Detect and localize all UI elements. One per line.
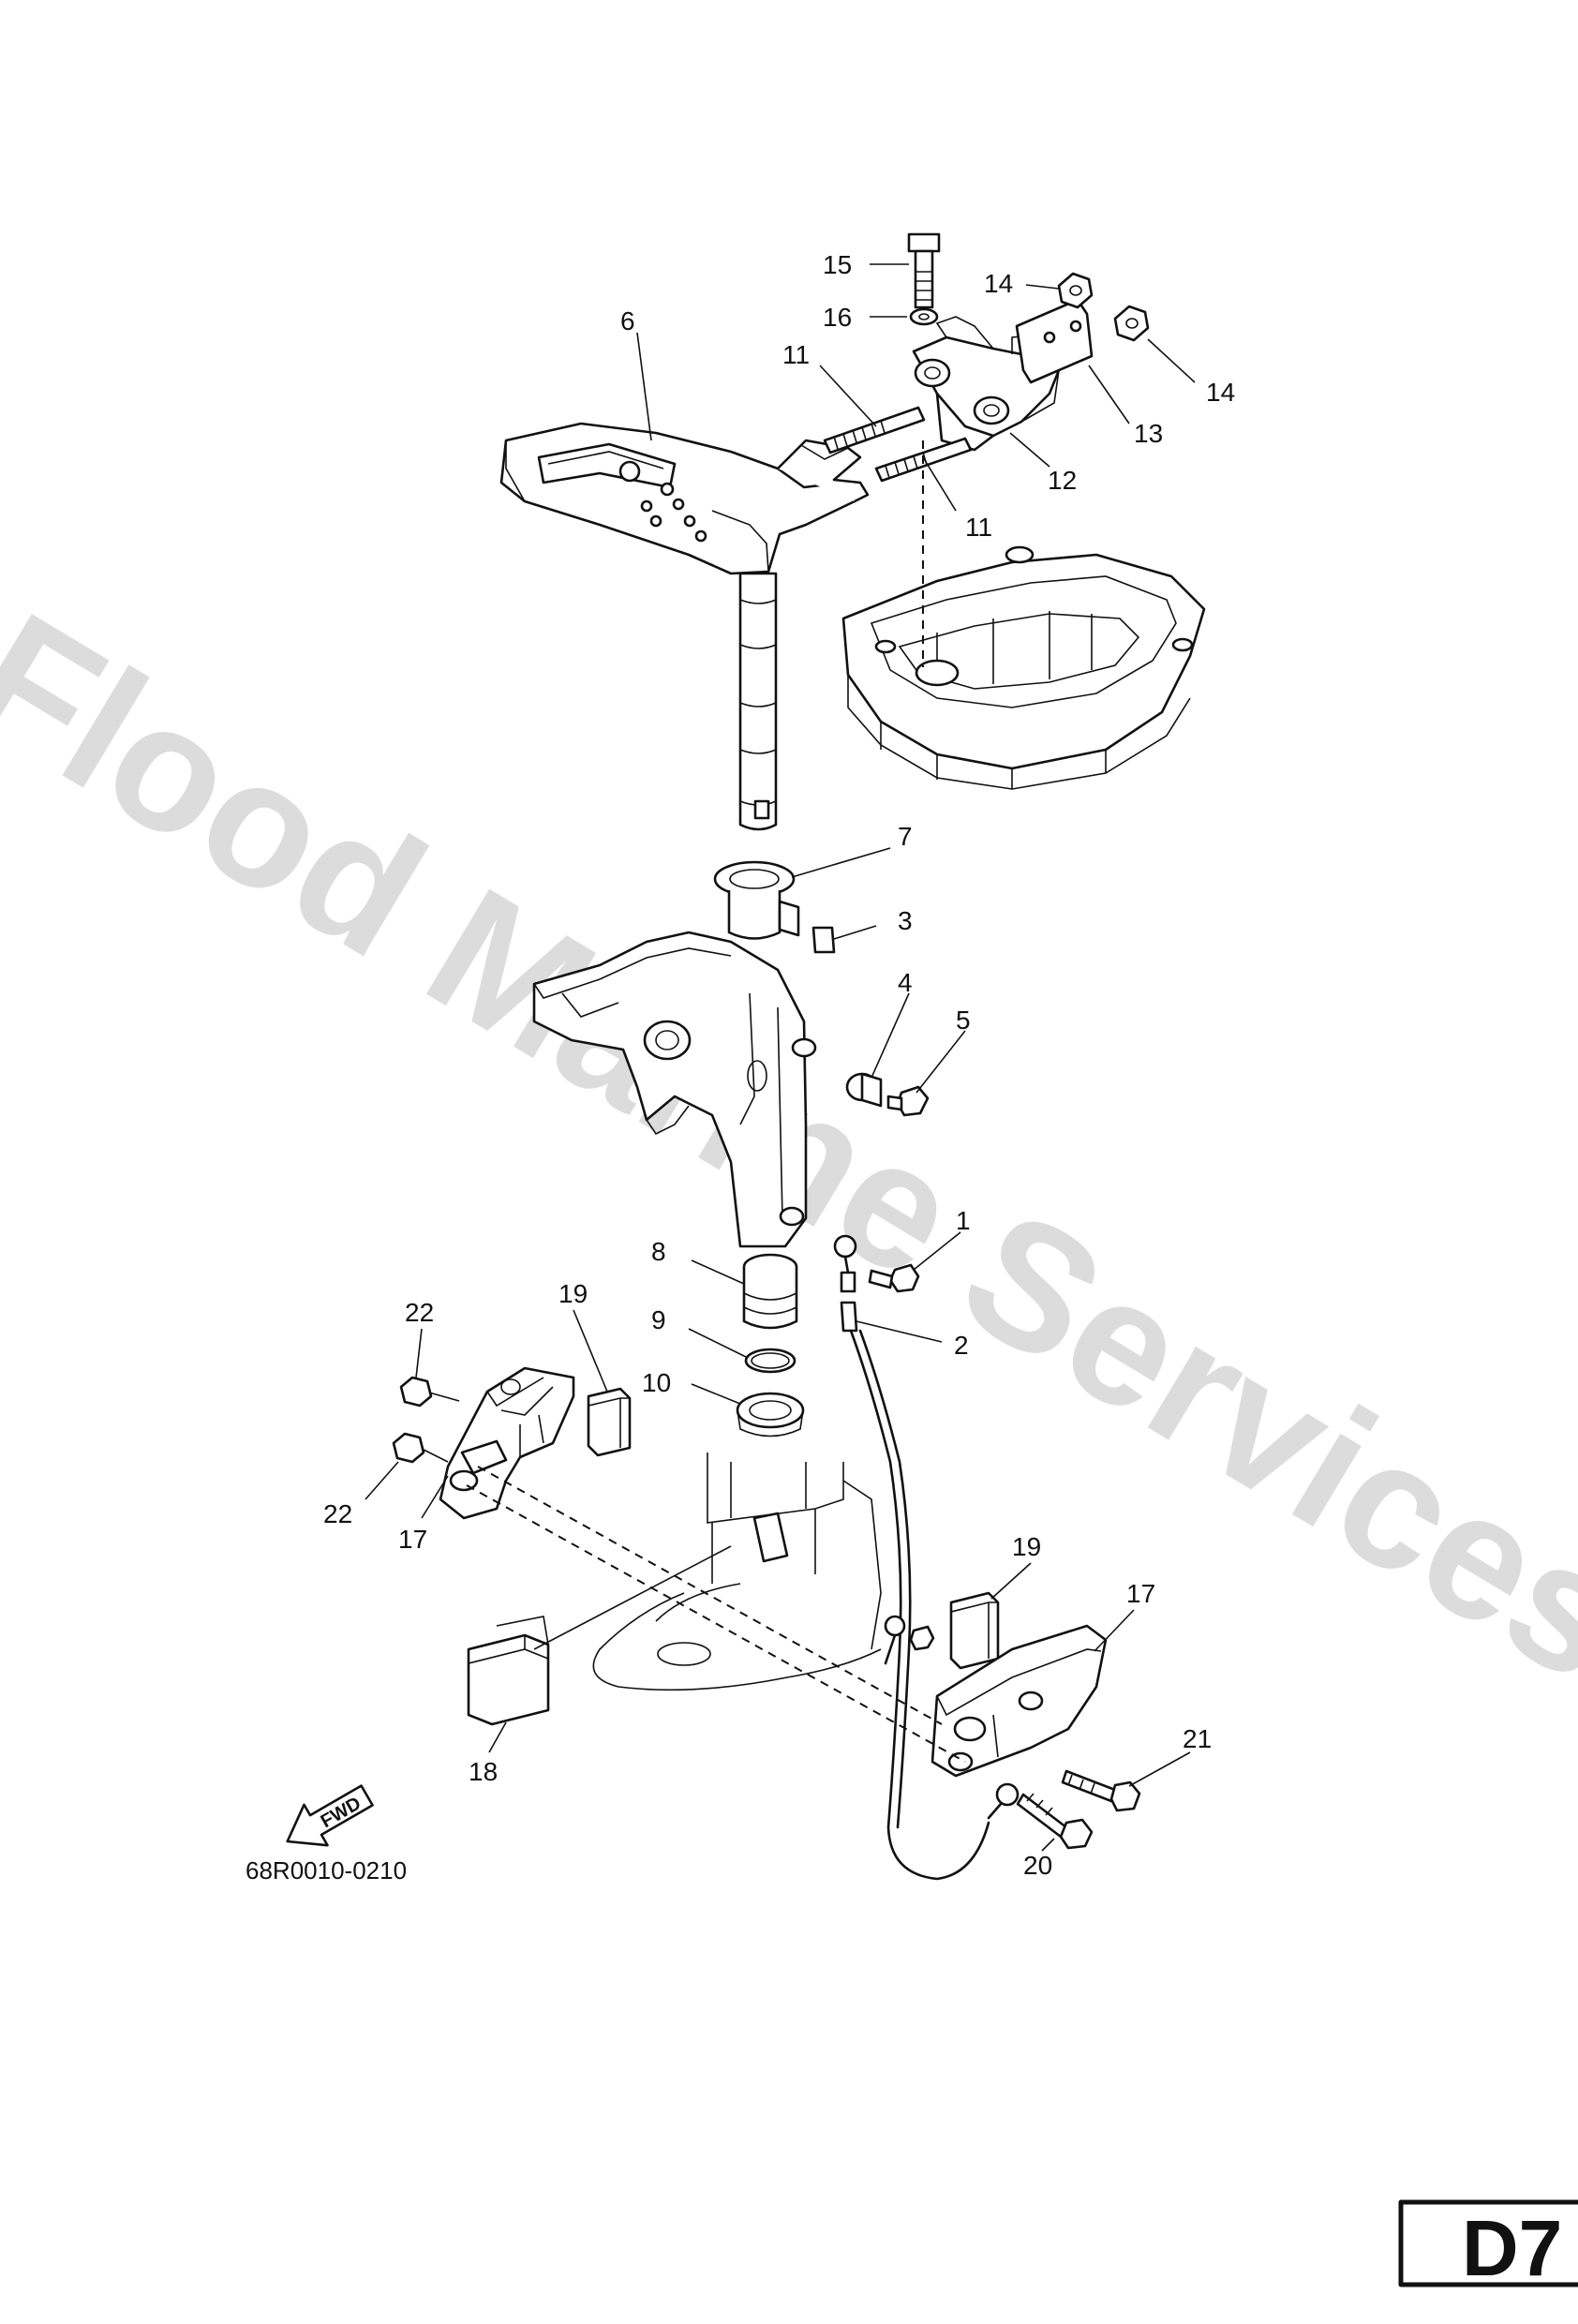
callout-8: 8 — [651, 1237, 666, 1266]
part-5-bolt — [886, 1085, 930, 1117]
part-8-damper — [742, 1253, 798, 1330]
part-17-bracket-left — [439, 1366, 575, 1520]
part-6-steering-bracket — [499, 422, 870, 831]
callout-2: 2 — [954, 1331, 969, 1360]
callout-14-upper: 14 — [984, 269, 1013, 298]
part-9-o-ring — [744, 1348, 796, 1374]
callout-6: 6 — [620, 306, 635, 335]
part-19-block-right — [949, 1591, 1000, 1670]
part-13-plate — [1015, 298, 1094, 384]
callout-5: 5 — [956, 1006, 971, 1035]
part-18-block — [467, 1616, 550, 1726]
callout-17-left: 17 — [398, 1525, 427, 1554]
callout-13: 13 — [1134, 419, 1163, 448]
part-21-bolt — [1061, 1769, 1141, 1812]
part-10-seal — [736, 1392, 805, 1438]
part-20-bolt — [1016, 1793, 1094, 1850]
part-22-nut-b — [392, 1432, 449, 1464]
callout-3: 3 — [898, 906, 913, 935]
secondary-ground-terminal — [884, 1615, 935, 1665]
callout-11-upper: 11 — [782, 340, 810, 369]
part-19-block-left — [587, 1387, 632, 1457]
callout-15: 15 — [823, 250, 852, 279]
callout-22-lower: 22 — [323, 1499, 352, 1528]
engine-mount-base — [841, 545, 1206, 790]
part-2-ground-lead — [833, 1234, 912, 1829]
part-15-bolt — [907, 232, 941, 309]
drawing-code: 68R0010-0210 — [246, 1856, 407, 1885]
callout-20: 20 — [1023, 1851, 1052, 1880]
part-11-stud-upper — [823, 406, 926, 454]
forward-direction-arrow: FWD — [286, 1784, 374, 1847]
callout-16: 16 — [823, 303, 852, 332]
page-tag: D7 — [1398, 2199, 1578, 2292]
part-14-nut-b — [1113, 305, 1150, 342]
callout-7: 7 — [898, 822, 913, 851]
part-1-bolt — [868, 1263, 920, 1293]
part-16-washer — [909, 307, 939, 326]
callout-10: 10 — [642, 1368, 671, 1397]
callout-22-upper: 22 — [405, 1298, 434, 1327]
callout-4: 4 — [898, 968, 913, 997]
part-14-nut-a — [1057, 272, 1094, 309]
callout-14-right: 14 — [1206, 378, 1235, 407]
callout-1: 1 — [956, 1206, 971, 1235]
part-17-bracket-right — [930, 1624, 1108, 1778]
lower-casing — [592, 1452, 882, 1691]
part-4-bushing — [845, 1072, 883, 1108]
swivel-bracket — [532, 931, 817, 1248]
callout-labels: 15 16 14 14 13 12 11 11 6 7 3 4 5 1 2 8 … — [323, 250, 1235, 1880]
callout-19-right: 19 — [1012, 1532, 1041, 1561]
leader-lines — [365, 263, 1196, 1852]
part-7-bushing — [713, 860, 800, 940]
callout-21: 21 — [1183, 1724, 1212, 1753]
part-3-plate — [811, 926, 836, 954]
ground-lead-terminal — [886, 1782, 1020, 1881]
callout-19-left: 19 — [558, 1279, 588, 1308]
callout-17-right: 17 — [1126, 1579, 1155, 1608]
callout-9: 9 — [651, 1305, 666, 1334]
callout-11-lower: 11 — [965, 513, 992, 542]
callout-12: 12 — [1048, 466, 1077, 495]
page-tag-label: D7 — [1462, 2204, 1562, 2292]
callout-18: 18 — [469, 1757, 498, 1786]
part-22-nut-a — [399, 1376, 460, 1408]
